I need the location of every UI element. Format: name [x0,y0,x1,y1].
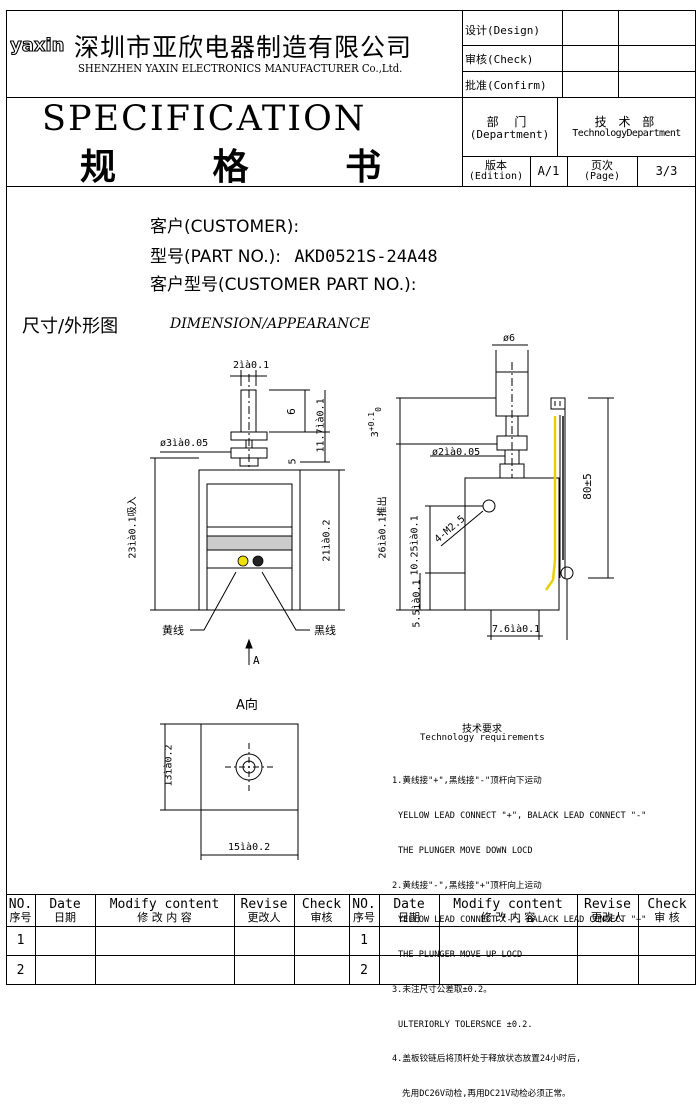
black-wire-dot [252,555,264,567]
dimension-drawing [150,344,614,860]
dim-23: 23ìà0.1吸入 [127,496,139,559]
dim-13: 13ìà0.2 [163,744,175,787]
req-line: 先用DC26V动检,再用DC21V动检必须正常。 [402,1089,571,1100]
req-line: 1.黄线接"+",黑线接"-"顶杆向下运动 [392,776,542,787]
page-label: 页次 (Page) [583,159,621,183]
dim-collar-diameter: ø3ìà0.05 [160,438,209,449]
part-no-value: AKD0521S-24A48 [294,247,438,267]
dim-6: 6 [284,408,298,415]
company-name-cn: 深圳市亚欣电器制造有限公司 [74,33,413,62]
row-number: 2 [360,962,368,978]
section-title-cn: 尺寸/外形图 [22,316,119,337]
label-yellow-wire: 黄线 [162,624,184,637]
dim-26: 26ìà0.1推出 [377,496,389,559]
edition-label: 版本 (Edition) [468,159,524,183]
req-line: ULTERIORLY TOLERSNCE ±0.2. [398,1019,533,1030]
dim-5-5: 5.5ìà0.1 [411,579,423,628]
dim-shaft-diameter-2: ø2ìà0.05 [432,447,481,458]
solenoid-side [464,477,560,611]
row-number: 1 [16,933,25,949]
dim-15: 15ìà0.2 [228,842,271,853]
requirements-title-cn: 技术要求 [462,724,502,735]
dim-80: 80±5 [580,473,594,500]
dim-shaft-diameter: 2ìà0.1 [233,360,270,371]
yellow-wire-dot [237,555,249,567]
customer-part-line: 客户型号(CUSTOMER PART NO.): [150,275,417,295]
logo-text: yaxin [10,35,64,56]
view-a-label: A向 [236,698,258,713]
dim-21: 21ìà0.2 [321,519,333,562]
dim-phi6: ø6 [503,333,516,344]
req-line: YELLOW LEAD CONNECT "+", BALACK LEAD CON… [398,810,647,821]
department-value: 技 术 部 TechnologyDepartment [572,115,681,140]
a-view-body [200,723,299,811]
dim-10-25: 10.25ìà0.1 [409,515,421,576]
part-no-line: 型号(PART NO.): AKD0521S-24A48 [150,247,438,267]
requirements-title-en: Technology requirements [420,733,545,743]
req-line: 4.盖板铰链后将顶杆处于释放状态放置24小时后, [392,1054,582,1065]
design-label: 设计(Design) [465,24,540,37]
check-label: 审核(Check) [465,53,534,66]
confirm-label: 批准(Confirm) [465,79,547,92]
department-label: 部 门 (Department) [469,114,550,141]
company-name-en: SHENZHEN YAXIN ELECTRONICS MANUFACTURER … [78,62,403,75]
company-logo: yaxin [9,34,76,56]
label-black-wire: 黑线 [314,624,336,637]
revision-header-cell: NO.序号 [8,896,33,924]
revision-header-cell: NO.序号 [352,896,376,924]
page-value: 3/3 [655,164,678,179]
req-line: 3.未注尺寸公差取±0.2。 [392,984,492,995]
arrow-a-label: A [253,654,260,667]
dim-11-7: 11.7ìà0.1 [315,398,327,453]
dim-5: 5 [287,458,299,465]
req-line: THE PLUNGER MOVE DOWN LOCD [398,845,533,856]
title-en: SPECIFICATION [42,99,367,139]
edition-value: A/1 [537,164,560,179]
requirements-list: 1.黄线接"+",黑线接"-"顶杆向下运动 YELLOW LEAD CONNEC… [392,753,646,1112]
customer-line: 客户(CUSTOMER): [150,217,300,237]
req-line: 2.黄线接"-",黑线接"+"顶杆向上运动 [392,880,542,891]
title-cn: 规 格 书 [80,147,424,188]
row-number: 1 [360,933,368,949]
row-number: 2 [16,962,25,978]
dim-3-tolerance: 3+0.10 [366,407,384,438]
dim-7-6: 7.6ìà0.1 [492,624,541,635]
page-frame [6,10,696,985]
section-title-en: DIMENSION/APPEARANCE [170,316,371,332]
